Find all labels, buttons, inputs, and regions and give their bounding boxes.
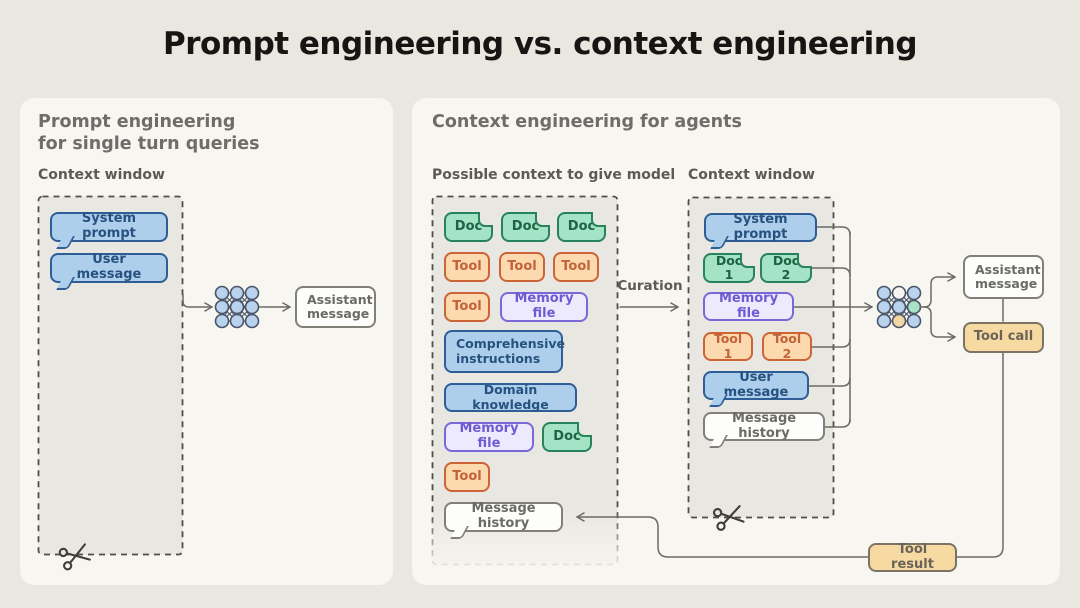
tool-result-box: Tool result bbox=[868, 542, 957, 572]
user-message-chip: User message bbox=[50, 252, 168, 283]
system-prompt-chip: System prompt bbox=[50, 211, 168, 242]
tool-chip: Tool bbox=[499, 252, 545, 282]
curation-label: Curation bbox=[617, 278, 683, 294]
doc-chip: Doc bbox=[501, 212, 550, 242]
tool2-chip: Tool 2 bbox=[762, 331, 812, 361]
doc-chip: Doc bbox=[444, 212, 493, 242]
tool-call-box: Tool call bbox=[963, 322, 1044, 353]
assistant-message-box: Assistant message bbox=[963, 255, 1044, 299]
memory-file-chip: Memory file bbox=[703, 291, 794, 321]
page-title: Prompt engineering vs. context engineeri… bbox=[162, 26, 918, 62]
doc2-chip: Doc 2 bbox=[760, 253, 812, 283]
assistant-message-box: Assistant message bbox=[295, 286, 376, 328]
left-context-window-label: Context window bbox=[38, 167, 165, 183]
doc1-chip: Doc 1 bbox=[703, 253, 755, 283]
domain-knowledge-chip: Domain knowledge bbox=[444, 382, 577, 412]
left-panel-heading: Prompt engineering for single turn queri… bbox=[38, 111, 260, 155]
comprehensive-instructions-chip: Comprehensive instructions bbox=[444, 330, 565, 373]
left-panel-heading-line1: Prompt engineering bbox=[38, 112, 236, 132]
doc-chip: Doc bbox=[557, 212, 606, 242]
tool-chip: Tool bbox=[444, 252, 490, 282]
possible-context-label: Possible context to give model bbox=[432, 167, 676, 183]
tool1-chip: Tool 1 bbox=[703, 331, 753, 361]
tool-chip: Tool bbox=[444, 462, 490, 492]
system-prompt-chip: System prompt bbox=[704, 212, 817, 242]
doc-chip: Doc bbox=[542, 422, 592, 452]
user-message-chip: User message bbox=[703, 370, 809, 400]
left-panel-heading-line2: for single turn queries bbox=[38, 134, 260, 154]
memory-file-chip: Memory file bbox=[444, 421, 534, 452]
right-context-window-label: Context window bbox=[688, 167, 815, 183]
message-history-chip: Message history bbox=[444, 501, 563, 532]
tool-chip: Tool bbox=[444, 292, 490, 322]
right-panel-heading: Context engineering for agents bbox=[432, 112, 742, 132]
message-history-chip: Message history bbox=[703, 411, 825, 441]
tool-chip: Tool bbox=[553, 252, 599, 282]
memory-file-chip: Memory file bbox=[500, 291, 588, 322]
